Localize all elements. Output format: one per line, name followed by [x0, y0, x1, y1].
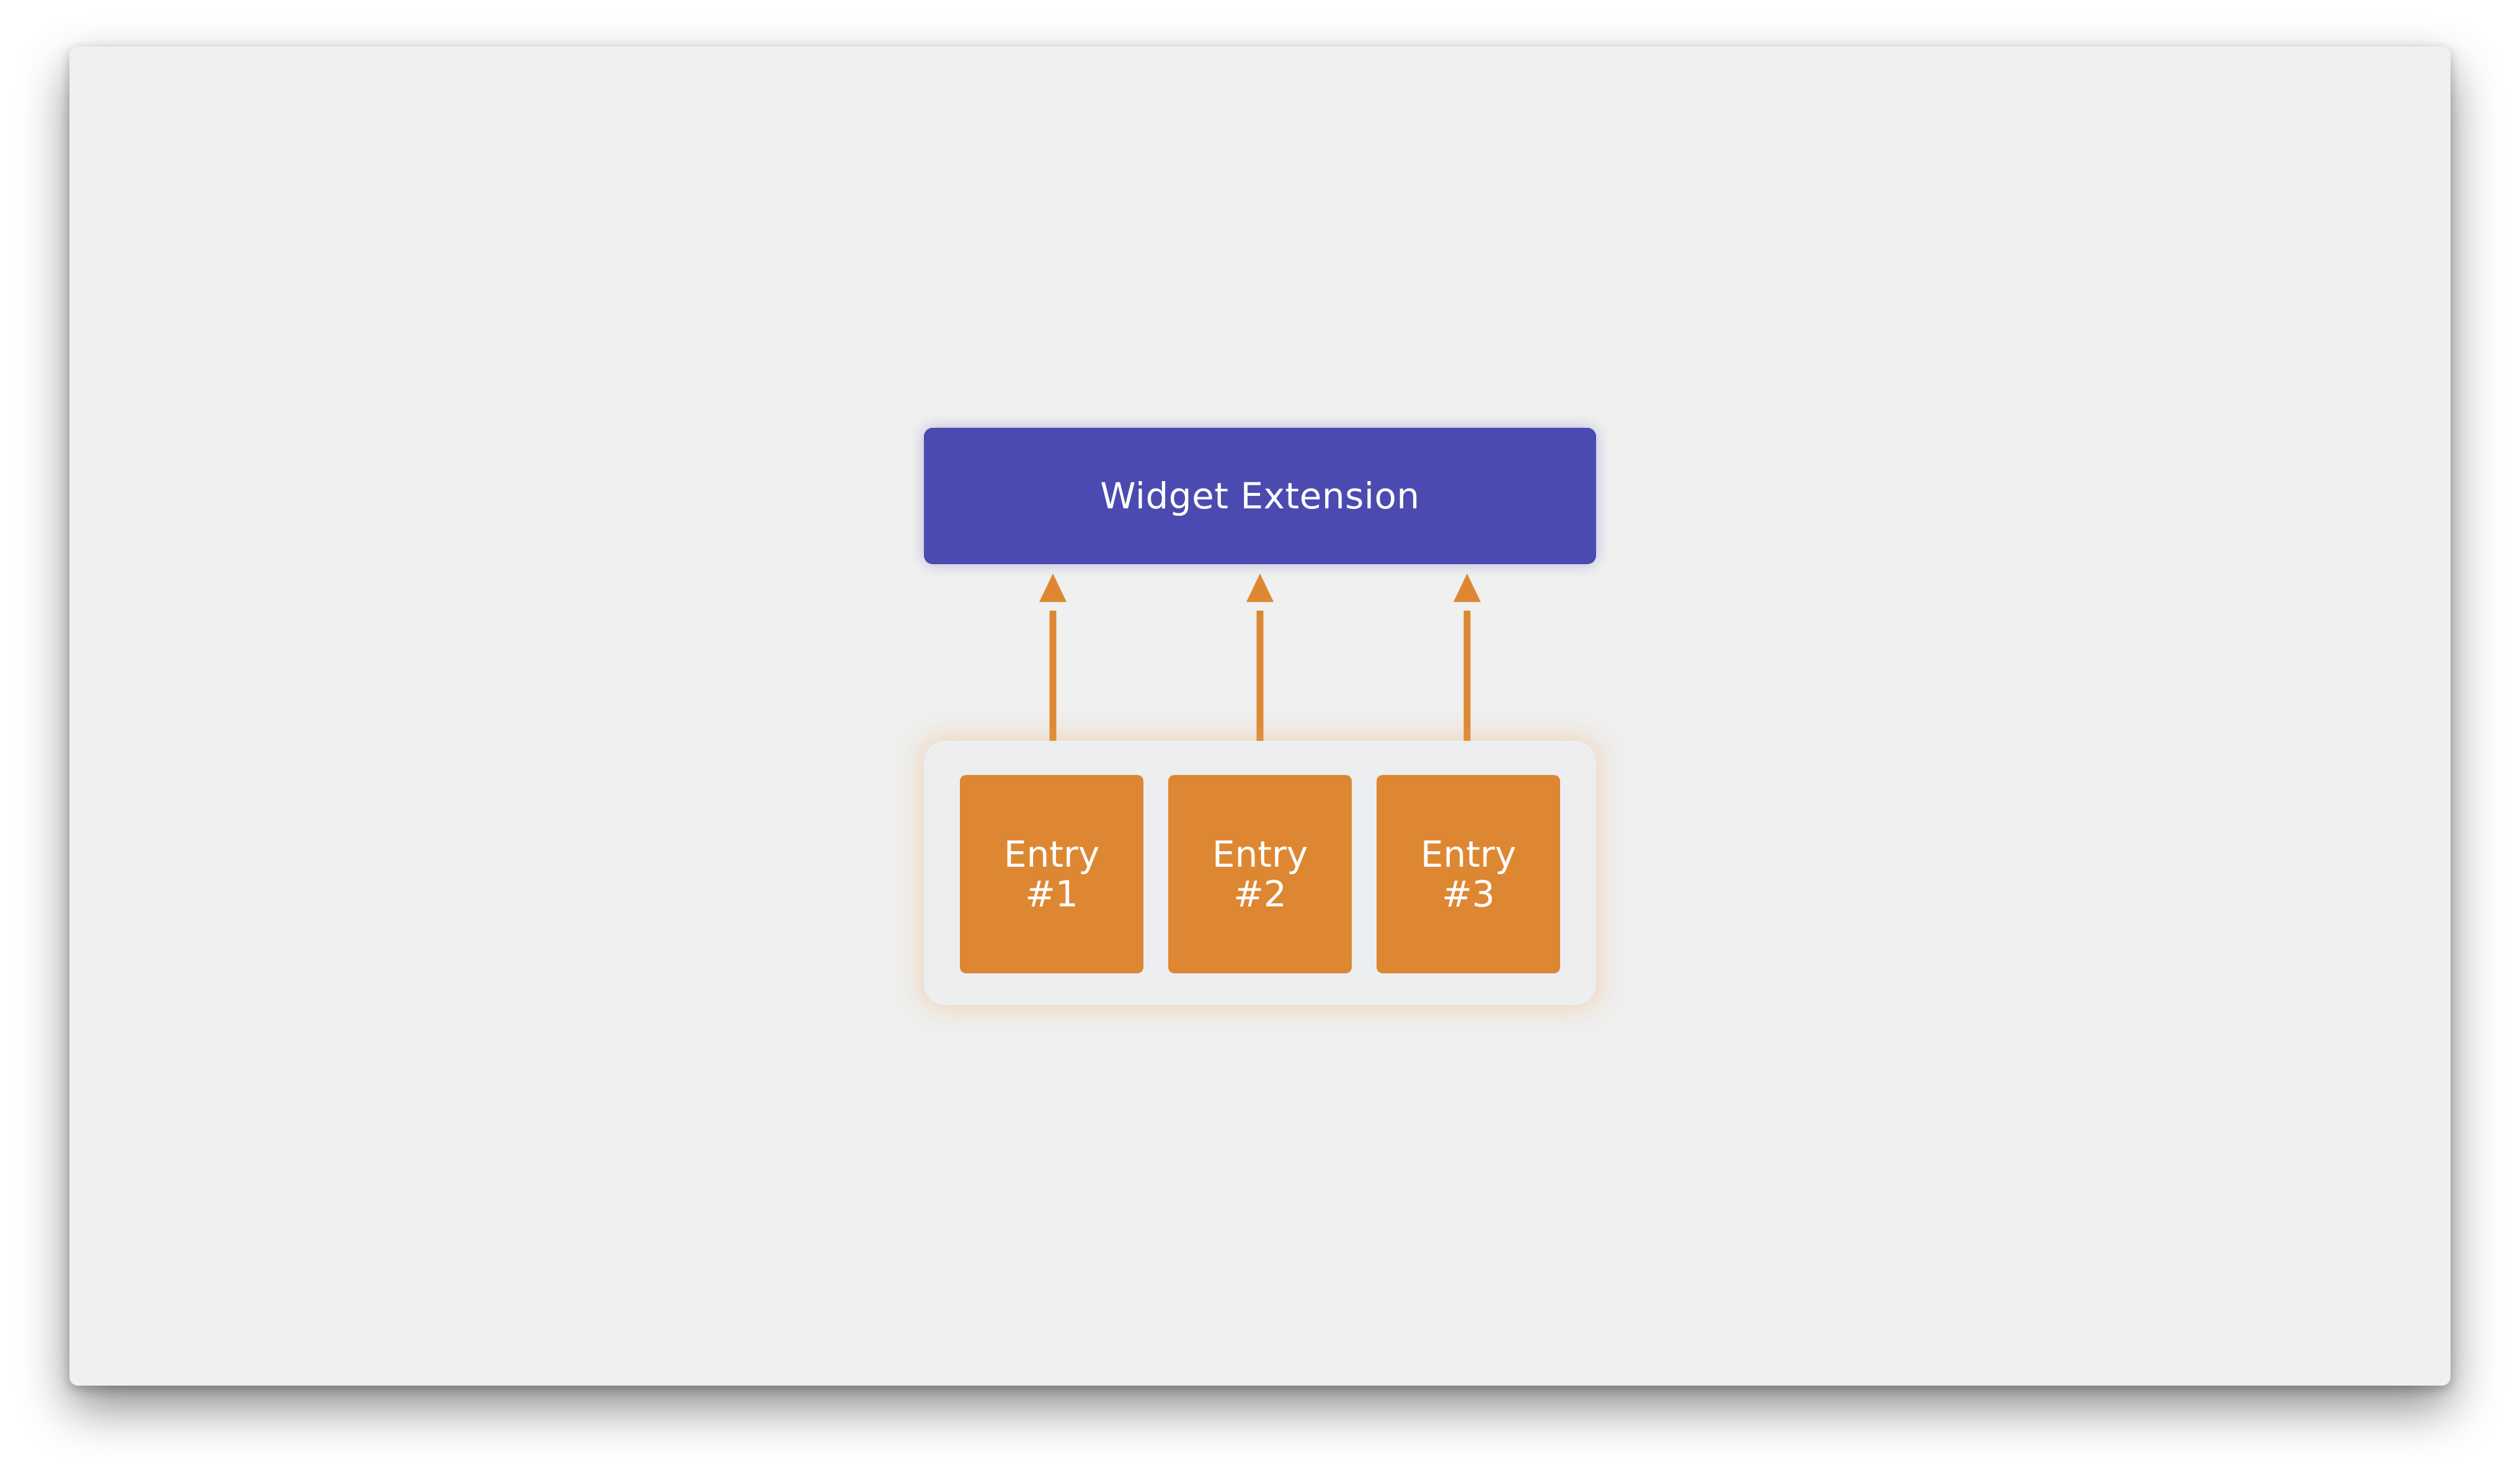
- entry-2-label-line2: #2: [1233, 873, 1287, 915]
- entry-1-label-line1: Entry: [1003, 833, 1100, 875]
- widget-extension-label: Widget Extension: [1100, 475, 1420, 517]
- entry-1-box: Entry #1: [960, 775, 1143, 973]
- entry-2-box: Entry #2: [1168, 775, 1352, 973]
- entry-3-label-line1: Entry: [1420, 833, 1517, 875]
- entry-3-label-line2: #3: [1442, 873, 1495, 915]
- arrows-layer: [1039, 573, 1481, 777]
- entry-3-box: Entry #3: [1377, 775, 1560, 973]
- entry-1-label-line2: #1: [1025, 873, 1078, 915]
- widget-extension-box: Widget Extension: [924, 428, 1596, 564]
- slide-canvas: Widget Extension Entry #1 Entry #2 Entry…: [69, 46, 2451, 1386]
- entry-2-label-line1: Entry: [1212, 833, 1308, 875]
